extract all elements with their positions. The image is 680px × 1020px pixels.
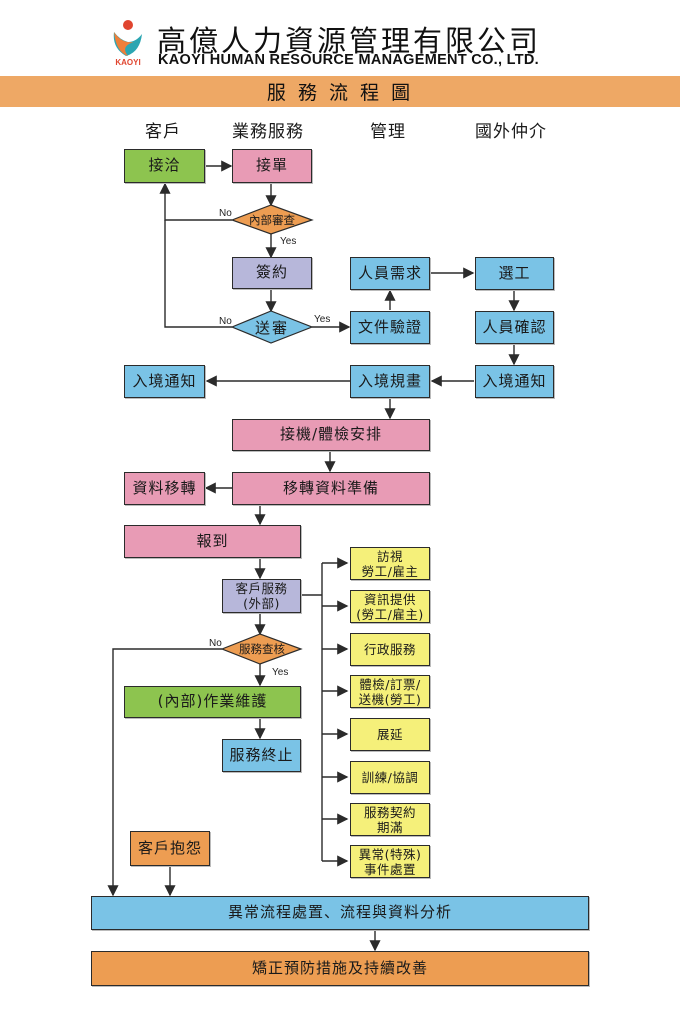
- service-visit: 訪視 勞工/雇主: [350, 547, 430, 580]
- service-line2: 期滿: [376, 819, 403, 835]
- service-line1: 服務契約: [363, 804, 416, 820]
- service-administrative: 行政服務: [350, 633, 430, 666]
- company-name-zh: 高億人力資源管理有限公司: [157, 24, 542, 58]
- yes-label: Yes: [314, 314, 331, 325]
- node-worker-selection: 選工: [475, 257, 554, 290]
- column-sales-service: 業務服務: [232, 122, 304, 142]
- service-line2: 事件處置: [363, 861, 416, 877]
- title-banner: 服 務 流 程 圖: [0, 76, 680, 107]
- node-report-in: 報到: [124, 525, 301, 558]
- service-line1: 行政服務: [363, 642, 416, 657]
- node-pickup-medical: 接機/體檢安排: [232, 419, 430, 451]
- node-entry-notice-foreign: 入境通知: [475, 365, 554, 398]
- node-service-termination: 服務終止: [222, 739, 301, 772]
- service-line1: 展延: [376, 727, 403, 742]
- no-label: No: [219, 208, 232, 219]
- service-line1: 體檢/訂票/: [359, 676, 421, 692]
- node-entry-planning: 入境規畫: [350, 365, 430, 398]
- column-client: 客戶: [145, 122, 181, 142]
- node-corrective-action: 矯正預防措施及持續改善: [91, 951, 589, 986]
- yes-label: Yes: [272, 667, 289, 678]
- service-line1: 訪視: [376, 548, 403, 564]
- node-document-verification: 文件驗證: [350, 311, 430, 344]
- node-customer-complaint: 客戶抱怨: [130, 831, 210, 866]
- internal-review-label: 內部審查: [249, 213, 295, 227]
- node-personnel-confirmation: 人員確認: [475, 311, 554, 344]
- decision-internal-review: [230, 204, 314, 235]
- service-line1: 資訊提供: [363, 591, 416, 607]
- node-accept-order: 接單: [232, 149, 312, 183]
- yes-label: Yes: [280, 236, 297, 247]
- node-text: 客戶服務: [235, 581, 288, 596]
- service-contract-expiry: 服務契約 期滿: [350, 803, 430, 836]
- service-special-incident: 異常(特殊) 事件處置: [350, 845, 430, 878]
- node-exception-handling: 異常流程處置、流程與資料分析: [91, 896, 589, 930]
- no-label: No: [219, 316, 232, 327]
- service-medical-ticket-sendoff: 體檢/訂票/ 送機(勞工): [350, 675, 430, 708]
- node-internal-maintenance: (內部)作業維護: [124, 686, 301, 718]
- service-line1: 訓練/協調: [361, 770, 419, 785]
- node-personnel-demand: 人員需求: [350, 257, 430, 290]
- company-name-en: KAOYI HUMAN RESOURCE MANAGEMENT CO., LTD…: [158, 52, 539, 68]
- kaoyi-logo-icon: [113, 20, 142, 56]
- node-text: (外部): [243, 596, 280, 611]
- service-info-provision: 資訊提供 (勞工/雇主): [350, 590, 430, 623]
- node-sign-contract: 簽約: [232, 257, 312, 289]
- service-line2: 勞工/雇主: [361, 563, 419, 579]
- column-management: 管理: [370, 122, 406, 142]
- service-line2: 送機(勞工): [358, 691, 422, 707]
- logo-text: KAOYI: [115, 58, 141, 67]
- no-label: No: [209, 638, 222, 649]
- service-audit-label: 服務查核: [239, 642, 285, 656]
- service-line1: 異常(特殊): [358, 846, 422, 862]
- node-customer-service-external: 客戶服務 (外部): [222, 579, 301, 613]
- node-entry-notice-client: 入境通知: [124, 365, 205, 398]
- decision-service-audit: [220, 633, 303, 665]
- node-transfer-preparation: 移轉資料準備: [232, 472, 430, 505]
- service-line2: (勞工/雇主): [356, 606, 424, 622]
- page-title: 服 務 流 程 圖: [266, 82, 414, 104]
- node-data-transfer: 資料移轉: [124, 472, 205, 505]
- service-training-coordination: 訓練/協調: [350, 761, 430, 794]
- column-foreign-agency: 國外仲介: [475, 122, 547, 142]
- service-extension: 展延: [350, 718, 430, 751]
- node-contact: 接洽: [124, 149, 205, 183]
- submit-review-label: 送審: [254, 318, 289, 337]
- company-logo: KAOYI: [110, 18, 146, 68]
- decision-submit-review: [230, 310, 314, 344]
